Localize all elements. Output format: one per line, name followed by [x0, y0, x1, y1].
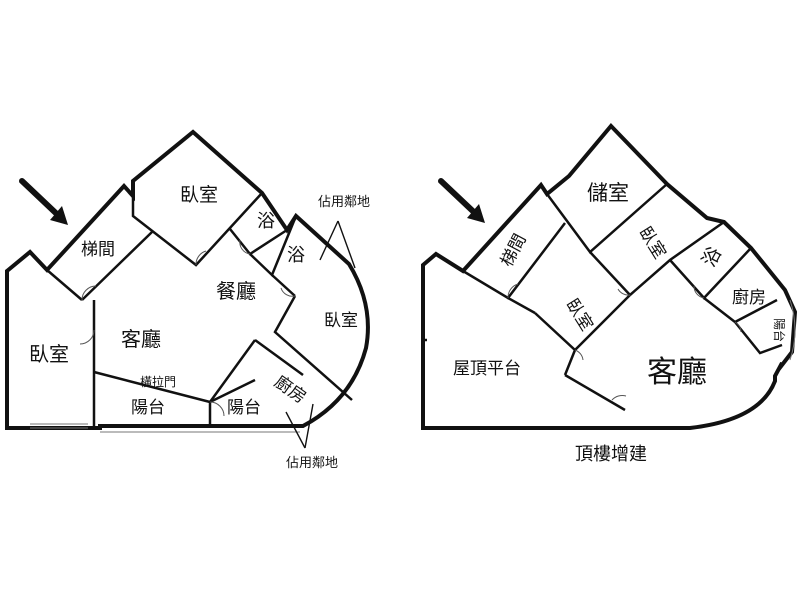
room-label-balcony-right: 陽台 — [772, 318, 787, 342]
entrance-arrow-icon-right — [438, 178, 485, 223]
note-occupied-top: 佔用鄰地 — [318, 195, 370, 210]
room-label-bath-right: 浴 — [698, 243, 726, 270]
room-label-balcony-1: 陽台 — [131, 398, 165, 418]
room-label-balcony-2: 陽台 — [227, 398, 261, 418]
room-label-kitchen: 廚房 — [270, 371, 310, 408]
note-occupied-bottom: 佔用鄰地 — [286, 456, 338, 471]
label-sliding-door: 橫拉門 — [140, 374, 176, 389]
left-outer-wall — [5, 129, 370, 430]
room-label-stairs: 梯間 — [81, 240, 115, 260]
entrance-arrow-icon — [19, 178, 68, 225]
room-label-living-right: 客廳 — [647, 355, 707, 390]
right-outer-wall — [421, 123, 798, 430]
room-label-bath-2: 浴 — [287, 245, 305, 266]
room-label-living: 客廳 — [121, 327, 161, 351]
room-label-bedroom-1: 臥室 — [635, 223, 670, 262]
room-label-bedroom-occupied: 臥室 — [324, 311, 358, 331]
right-floor-plan — [421, 123, 798, 430]
room-label-roof-terrace: 屋頂平台 — [453, 359, 521, 379]
room-label-kitchen-right: 廚房 — [732, 287, 766, 308]
room-label-bedroom-2: 臥室 — [562, 295, 597, 334]
room-label-dining: 餐廳 — [216, 279, 256, 303]
room-label-bedroom-top: 臥室 — [180, 184, 218, 206]
left-floor-plan — [5, 129, 370, 433]
room-label-bath-1: 浴 — [257, 211, 275, 232]
room-label-bedroom-left: 臥室 — [29, 342, 69, 366]
room-label-storage: 儲室 — [587, 181, 629, 205]
room-label-stairs-right: 梯間 — [497, 231, 531, 270]
caption-rooftop-extension: 頂樓增建 — [575, 444, 647, 465]
